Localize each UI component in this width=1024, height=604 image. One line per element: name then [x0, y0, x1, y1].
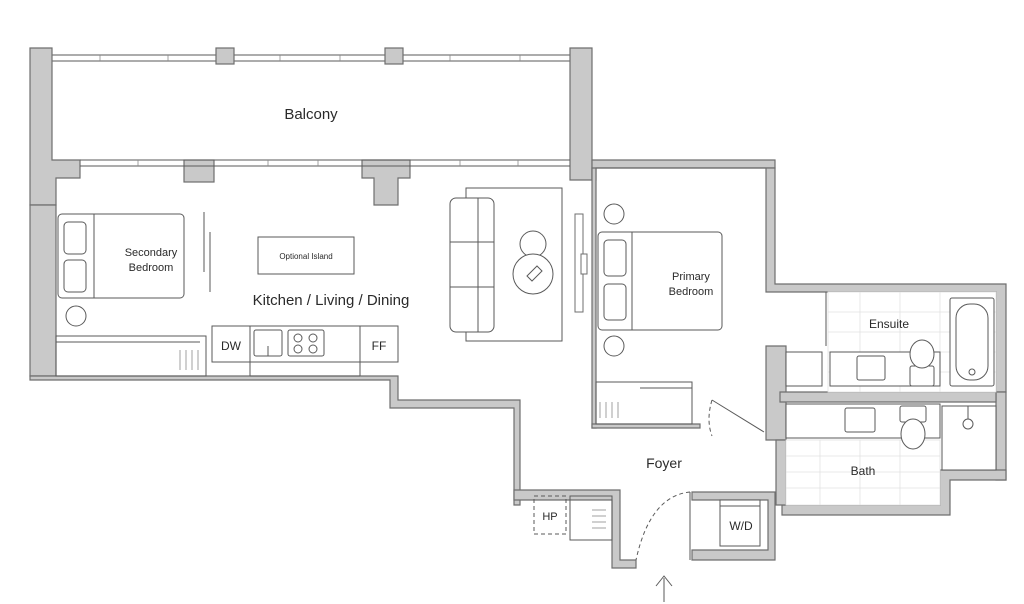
- sofa: [449, 197, 495, 333]
- ensuite-cabinet: [785, 351, 823, 387]
- foyer: Foyer HP W/D: [533, 455, 761, 602]
- cooktop: [287, 329, 325, 357]
- balcony-area: [52, 47, 570, 161]
- kitchen-living-dining-label: Kitchen / Living / Dining: [253, 292, 410, 309]
- secondary-bedroom-label: Secondary: [125, 247, 178, 259]
- bath-toilet: [900, 418, 926, 450]
- ensuite-toilet: [909, 339, 935, 369]
- washer-dryer: [719, 499, 761, 547]
- side-table: [519, 230, 547, 258]
- secondary-bed: [57, 213, 185, 299]
- hp-label: HP: [542, 511, 557, 523]
- ensuite: Ensuite: [785, 291, 997, 393]
- heat-pump: [533, 495, 567, 535]
- dishwasher-label: DW: [221, 339, 242, 353]
- foyer-label: Foyer: [646, 455, 682, 471]
- nightstand-lamp: [65, 305, 87, 327]
- optional-island-label: Optional Island: [279, 252, 332, 261]
- primary-bedroom: Primary Bedroom: [595, 203, 765, 437]
- kitchen-living-dining: Optional Island Kitchen / Living / Dinin…: [211, 187, 588, 377]
- wd-label: W/D: [729, 519, 753, 533]
- primary-bedroom-label: Primary: [672, 271, 710, 283]
- armchair: [512, 253, 554, 295]
- primary-bedroom-label-2: Bedroom: [669, 286, 714, 298]
- bath-label: Bath: [851, 464, 876, 478]
- optional-island: [257, 236, 355, 275]
- entry-arrow-icon: [655, 575, 673, 602]
- secondary-bedroom: Secondary Bedroom: [55, 212, 211, 377]
- fridge-label: FF: [372, 339, 387, 353]
- balcony-label: Balcony: [284, 106, 338, 123]
- primary-bed: [597, 231, 723, 331]
- secondary-bedroom-label-2: Bedroom: [129, 262, 174, 274]
- bath: Bath: [785, 403, 997, 506]
- ensuite-label: Ensuite: [869, 317, 909, 331]
- shower: [941, 405, 997, 471]
